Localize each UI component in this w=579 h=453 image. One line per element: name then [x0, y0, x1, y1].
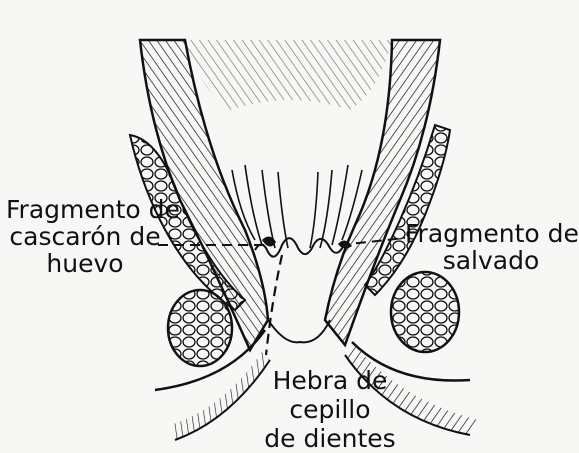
- label-bristle-line-3: de dientes: [250, 424, 410, 453]
- upper-hatch: [185, 40, 392, 110]
- label-bran-fragment: Fragmento de salvado: [405, 220, 577, 274]
- label-bristle-line-1: Hebra de: [250, 366, 410, 395]
- label-bran-line-1: Fragmento de: [405, 220, 577, 247]
- label-eggshell-line-2: cascarón de: [6, 223, 164, 250]
- label-bran-line-2: salvado: [405, 247, 577, 274]
- label-bristle-line-2: cepillo: [250, 395, 410, 424]
- label-toothbrush-bristle: Hebra de cepillo de dientes: [250, 366, 410, 453]
- label-eggshell-line-3: huevo: [6, 250, 164, 277]
- label-eggshell-fragment: Fragmento de cascarón de huevo: [6, 196, 164, 277]
- anal-columns: [232, 165, 362, 248]
- toothbrush-bristle: [266, 255, 282, 355]
- left-sphincter-ring: [168, 290, 232, 366]
- right-sphincter-ring: [391, 272, 459, 352]
- anal-lumen: [268, 320, 330, 342]
- label-eggshell-line-1: Fragmento de: [6, 196, 164, 223]
